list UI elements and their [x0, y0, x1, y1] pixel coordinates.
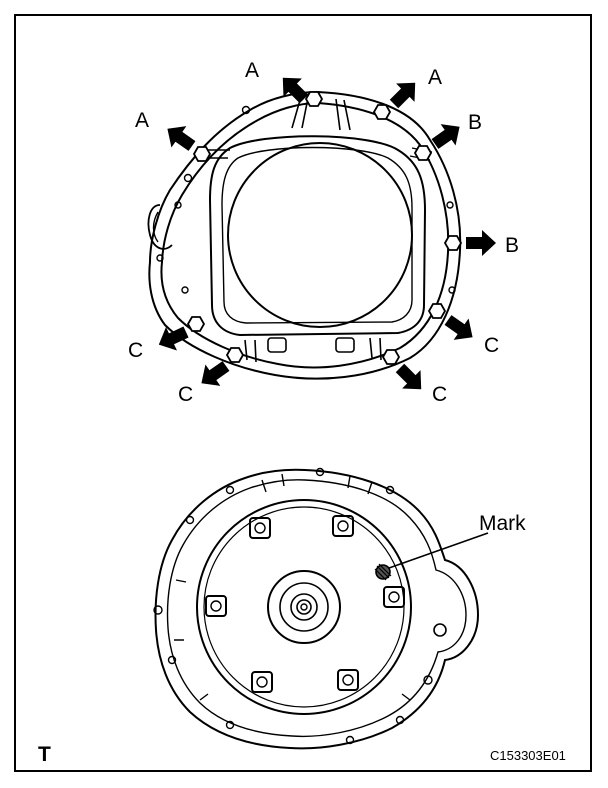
- arrow-b-2: [466, 230, 496, 256]
- mark-leader-line: [388, 532, 489, 569]
- corner-label: T: [38, 743, 51, 766]
- figure-frame: [14, 14, 592, 772]
- alignment-mark: [374, 563, 392, 581]
- bolt-c-1: [187, 316, 205, 332]
- callout-b-2: B: [505, 234, 519, 257]
- bolt-c-3: [226, 347, 244, 363]
- callout-c-2: C: [484, 334, 499, 357]
- bolt-c-2: [428, 303, 446, 319]
- callout-b-1: B: [468, 111, 482, 134]
- bolt-b-1: [414, 145, 432, 161]
- callout-c-4: C: [432, 383, 447, 406]
- converter-housing-top: [147, 90, 462, 380]
- callout-a-3: A: [135, 109, 149, 132]
- bolt-a-3: [193, 146, 211, 162]
- bolt-b-2: [444, 235, 462, 251]
- torque-converter-bottom: [153, 467, 480, 750]
- figure-code: C153303E01: [490, 748, 566, 763]
- callout-a-1: A: [245, 59, 259, 82]
- callout-a-2: A: [428, 66, 442, 89]
- callout-c-1: C: [128, 339, 143, 362]
- arrow-b-1: [427, 116, 468, 155]
- bolt-a-1: [305, 91, 323, 107]
- bolt-c-4: [382, 349, 400, 365]
- bolt-a-2: [373, 104, 391, 120]
- mark-label: Mark: [479, 512, 526, 535]
- callout-c-3: C: [178, 383, 193, 406]
- arrow-a-3: [159, 118, 200, 157]
